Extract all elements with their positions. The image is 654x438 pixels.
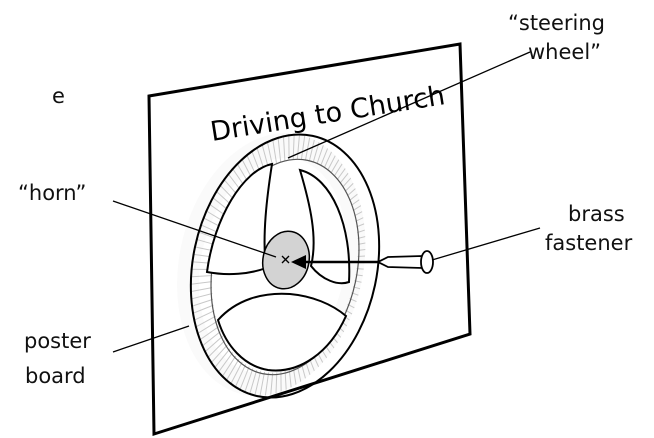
leader-brass-fastener bbox=[431, 227, 541, 261]
label-poster-board-line2: board bbox=[25, 364, 86, 388]
steering-wheel bbox=[177, 132, 381, 399]
brass-fastener bbox=[375, 250, 434, 274]
leader-horn bbox=[112, 200, 277, 258]
label-brass-fastener-line1: brass bbox=[568, 202, 625, 226]
leader-poster-board bbox=[112, 325, 190, 353]
label-poster-board-line1: poster bbox=[24, 329, 91, 353]
wheel-window-bottom bbox=[216, 292, 348, 372]
brass-fastener-arrow bbox=[291, 255, 380, 269]
partial-left-letter: e bbox=[52, 84, 65, 108]
leader-steering-wheel bbox=[287, 51, 531, 159]
label-steering-wheel-line2: wheel” bbox=[528, 40, 601, 64]
wheel-window-upper-left bbox=[205, 162, 274, 276]
label-brass-fastener-line2: fastener bbox=[545, 231, 633, 255]
wheel-window-right bbox=[298, 168, 351, 285]
label-steering-wheel-line1: “steering bbox=[508, 11, 605, 35]
label-horn: “horn” bbox=[18, 181, 86, 205]
center-x-mark bbox=[281, 255, 290, 264]
